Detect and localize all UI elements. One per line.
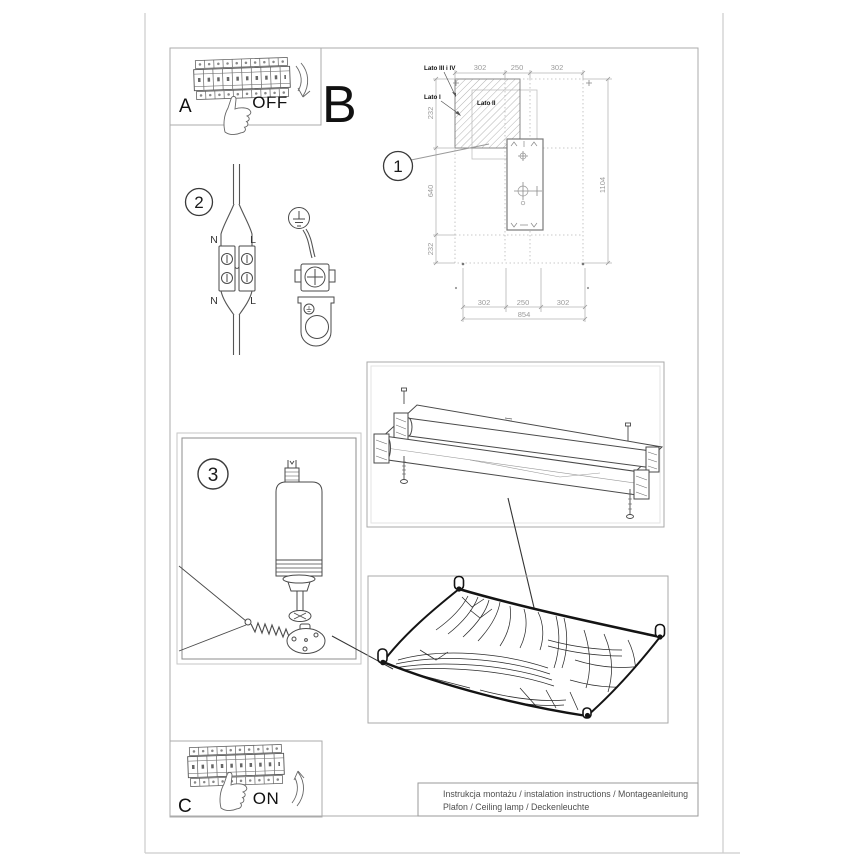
label-sides-3-4: Lato III i IV [424,65,456,72]
off-label: OFF [252,93,288,112]
footer-line-1: Instrukcja montażu / instalation instruc… [443,789,688,799]
footer: Instrukcja montażu / instalation instruc… [417,782,699,817]
terminal-block-icon [218,245,256,292]
sheet-border [144,13,740,854]
footer-box [417,782,699,817]
panel-c-label: C [178,796,192,817]
dim-top-1: 302 [474,63,487,72]
suspension-wires [178,565,247,652]
step-3-panel: 3 [176,432,362,665]
panel-c-box [169,740,323,818]
dim-top-2: 250 [511,63,524,72]
panel-c: C ON [169,740,323,818]
panel-b-label: B [322,76,357,134]
hatched-mount-area [454,78,521,149]
lamp-frame-panel [366,361,665,528]
ground-clamp-icon [294,263,336,347]
label-side-1: Lato I [424,94,441,101]
step-3-badge [197,458,229,490]
arrow-up-icon [291,770,305,807]
mounting-plate-icon [286,623,326,654]
dim-top-3: 302 [551,63,564,72]
wiring-diagram: 2 N L N L [184,164,336,355]
lamp-frame-drawing [373,387,664,519]
live-label-bottom: L [250,295,256,307]
dim-left-1: 232 [426,107,435,120]
screw-icons [400,387,634,519]
dim-left-3: 232 [426,243,435,256]
dim-bottom-total: 854 [518,310,531,319]
step-1-number: 1 [393,157,402,176]
label-side-2: Lato II [477,100,496,107]
step-3-number: 3 [208,465,219,486]
dim-bottom-2: 250 [517,298,530,307]
step-2-badge [184,187,214,217]
leader-line-shade [507,497,537,617]
step-2-number: 2 [194,193,203,212]
circuit-breaker-icon [187,744,284,786]
fabric-shade-panel [367,575,669,724]
on-label: ON [253,789,280,808]
mounting-bracket [506,138,544,231]
dim-left-2: 640 [426,185,435,198]
fabric-shade-drawing [377,575,666,719]
mounting-dimensions-drawing: 302 250 302 232 640 232 1104 302 250 302… [382,63,612,322]
dim-bottom-1: 302 [478,298,491,307]
live-label-top: L [250,234,256,246]
dim-right-total: 1104 [598,177,607,193]
panel-a-label: A [179,96,192,117]
panel-a: A OFF [169,47,322,136]
neutral-label-top: N [210,234,218,246]
dim-bottom-3: 302 [557,298,570,307]
footer-line-2: Plafon / Ceiling lamp / Deckenleuchte [443,802,589,812]
neutral-label-bottom: N [210,295,218,307]
step-1-badge [382,150,414,182]
ground-symbol-icon [288,207,310,229]
arrow-down-icon [295,62,311,98]
spring-icon [244,618,294,642]
hand-icon [223,95,252,136]
canopy-icon [275,460,323,622]
corner-hook-icons [377,575,666,719]
